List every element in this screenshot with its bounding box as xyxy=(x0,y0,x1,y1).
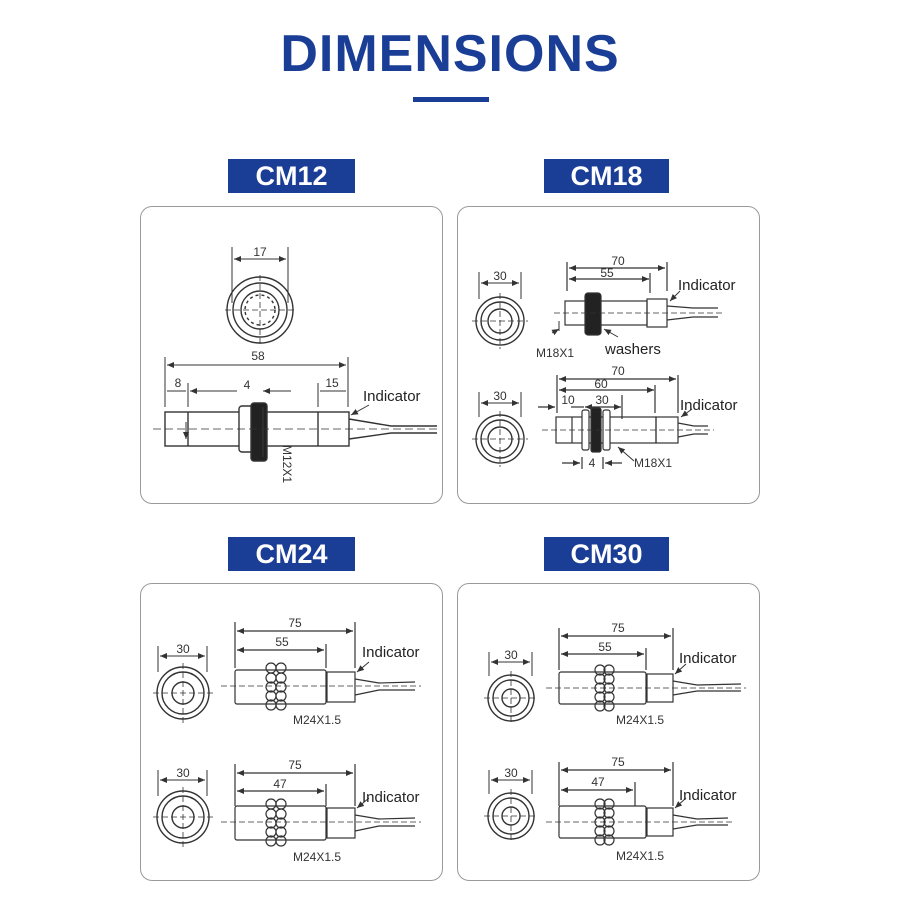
badge-cm24: CM24 xyxy=(228,537,355,571)
cm24-a-dia-label: 30 xyxy=(176,642,190,656)
cm18-b-indicator-label: Indicator xyxy=(680,397,738,414)
panel-cm30: 30 75 55 Indicator M24X1.5 xyxy=(457,583,760,881)
cm30-b-length-thread: 47 xyxy=(591,775,605,789)
cm18-a-length-total: 70 xyxy=(611,254,625,268)
cm18-a-dia-label: 30 xyxy=(493,269,507,283)
cm18-a-washers-label: washers xyxy=(604,341,661,358)
cm30-b-thread-label: M24X1.5 xyxy=(616,849,664,863)
badge-cm12: CM12 xyxy=(228,159,355,193)
cm24-a-thread-label: M24X1.5 xyxy=(293,713,341,727)
cm18-a-indicator-label: Indicator xyxy=(678,277,736,294)
cm24-b-length-total: 75 xyxy=(288,758,302,772)
cm12-length-total: 58 xyxy=(251,349,265,363)
cm18-b-end-view xyxy=(472,392,528,467)
cm24-b-length-thread: 47 xyxy=(273,777,287,791)
cm12-side-view xyxy=(153,402,441,462)
cm30-b-indicator-label: Indicator xyxy=(679,787,737,804)
cm24-b-indicator-label: Indicator xyxy=(362,789,420,806)
panel-cm18: 30 Indicator 70 55 M18X1 washers xyxy=(457,206,760,504)
panel-cm24: 30 75 55 Indicator M24X1.5 xyxy=(140,583,443,881)
cm18-b-thread-label: M18X1 xyxy=(634,456,672,470)
cm18-a-end-view xyxy=(472,272,528,349)
cm18-a-thread-label: M18X1 xyxy=(536,346,574,360)
cm30-a-side-view xyxy=(546,628,746,712)
page-title: DIMENSIONS xyxy=(280,25,620,83)
cm30-a-end-view xyxy=(484,652,538,725)
cm24-a-side-view xyxy=(221,622,421,711)
cm30-b-length-total: 75 xyxy=(611,755,625,769)
badge-cm18: CM18 xyxy=(544,159,669,193)
panel-cm12: 17 58 8 4 15 xyxy=(140,206,443,504)
cm30-b-end-view xyxy=(484,770,538,843)
title-underline xyxy=(413,97,489,102)
cm24-b-end-view xyxy=(153,770,213,847)
cm24-b-dia-label: 30 xyxy=(176,766,190,780)
cm30-a-dia-label: 30 xyxy=(504,648,518,662)
cm24-a-length-total: 75 xyxy=(288,616,302,630)
cm18-b-length-total: 70 xyxy=(611,364,625,378)
cm24-b-side-view xyxy=(221,764,421,847)
cm24-a-length-thread: 55 xyxy=(275,635,289,649)
cm24-a-indicator-label: Indicator xyxy=(362,644,420,661)
cm30-b-side-view xyxy=(546,762,734,846)
cm24-drawing: 30 75 55 Indicator M24X1.5 xyxy=(153,616,421,864)
cm18-a-side-view xyxy=(551,262,722,338)
cm12-dia-label: 17 xyxy=(253,245,267,259)
cm18-b-dia-label: 30 xyxy=(493,389,507,403)
cm30-a-length-thread: 55 xyxy=(598,640,612,654)
cm24-a-end-view xyxy=(153,646,213,723)
cm18-a-length-thread: 55 xyxy=(600,266,614,280)
cm18-b-side-view xyxy=(538,375,714,469)
cm12-length-a: 8 xyxy=(175,376,182,390)
cm18-b-length-c: 4 xyxy=(589,456,596,470)
cm12-end-view xyxy=(225,247,295,345)
cm12-indicator-label: Indicator xyxy=(363,388,421,405)
cm30-a-indicator-label: Indicator xyxy=(679,650,737,667)
cm24-b-thread-label: M24X1.5 xyxy=(293,850,341,864)
cm18-b-length-thread: 60 xyxy=(594,377,608,391)
cm12-thread-label: M12X1 xyxy=(280,445,294,483)
cm30-b-dia-label: 30 xyxy=(504,766,518,780)
cm18-drawing: 30 Indicator 70 55 M18X1 washers xyxy=(472,254,738,470)
cm18-b-length-b: 30 xyxy=(595,393,609,407)
cm12-drawing: 17 58 8 4 15 xyxy=(153,245,441,483)
cm30-drawing: 30 75 55 Indicator M24X1.5 xyxy=(484,621,746,863)
cm12-length-b: 4 xyxy=(244,378,251,392)
cm18-b-length-a: 10 xyxy=(561,393,575,407)
cm30-a-thread-label: M24X1.5 xyxy=(616,713,664,727)
cm30-a-length-total: 75 xyxy=(611,621,625,635)
cm12-length-c: 15 xyxy=(325,376,339,390)
badge-cm30: CM30 xyxy=(544,537,669,571)
